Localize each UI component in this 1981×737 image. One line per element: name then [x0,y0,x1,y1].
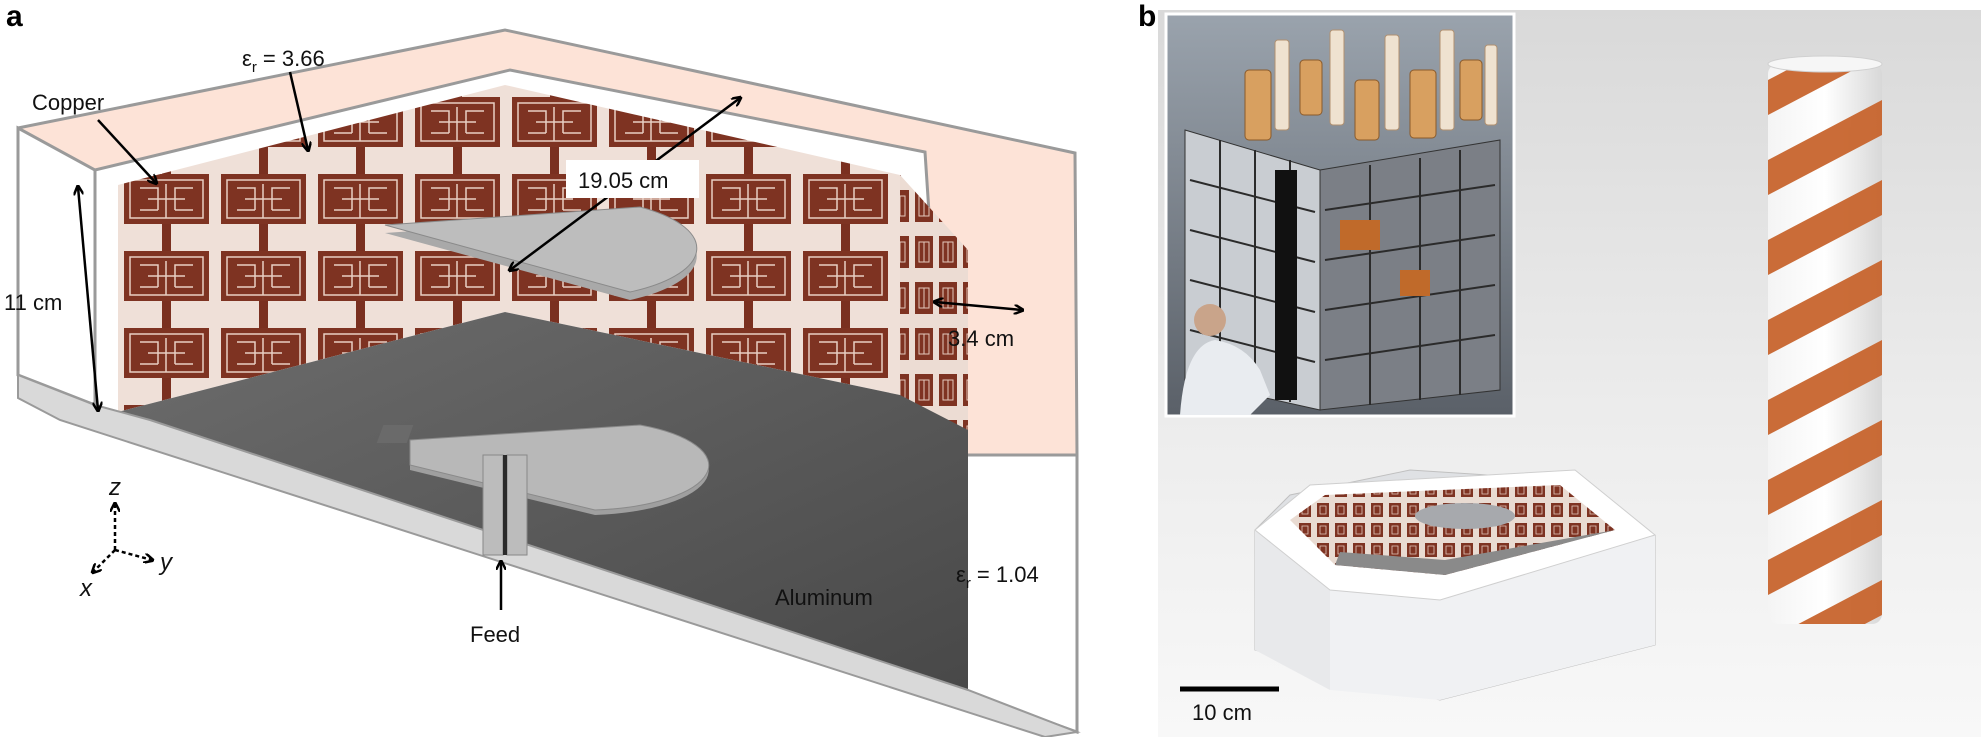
bottom-half-disk [376,424,710,515]
gap-label: 3.4 cm [948,326,1014,351]
aluminum-label: Aluminum [775,585,873,610]
panel-a-label: a [6,0,23,33]
panel-b-label: b [1138,0,1156,33]
feed-post-right [506,454,528,556]
copper-arrow [97,119,156,183]
gap-dimension-arrow [935,302,1022,310]
scale-bar-label: 10 cm [1192,700,1252,725]
permittivity-top-arrow [288,71,308,150]
coordinate-axes: z y x [79,474,174,602]
axis-z-label: z [108,474,121,501]
feed-post-left [482,454,504,556]
axis-x-label: x [79,575,93,602]
diameter-label: 19.05 cm [578,168,669,193]
substrate-edge [17,373,1081,737]
permittivity-top-label: εr = 3.66 [242,46,325,76]
diameter-label-box [566,160,699,198]
hexagonal-cavity-render [1254,469,1657,701]
metasurface-wall-left [118,85,505,412]
satellite-photo-inset [1164,12,1516,418]
copper-label: Copper [32,90,104,115]
axis-y-label: y [158,549,174,576]
permittivity-bottom-label: εr = 1.04 [956,562,1039,592]
helical-column-render [1767,55,1883,624]
feed-label: Feed [470,622,520,647]
height-dimension-arrow [78,187,98,410]
left-outer-wall [16,125,97,408]
feed-gap [503,455,507,555]
height-label: 11 cm [4,290,62,315]
panel-a-illustration [16,28,1081,737]
